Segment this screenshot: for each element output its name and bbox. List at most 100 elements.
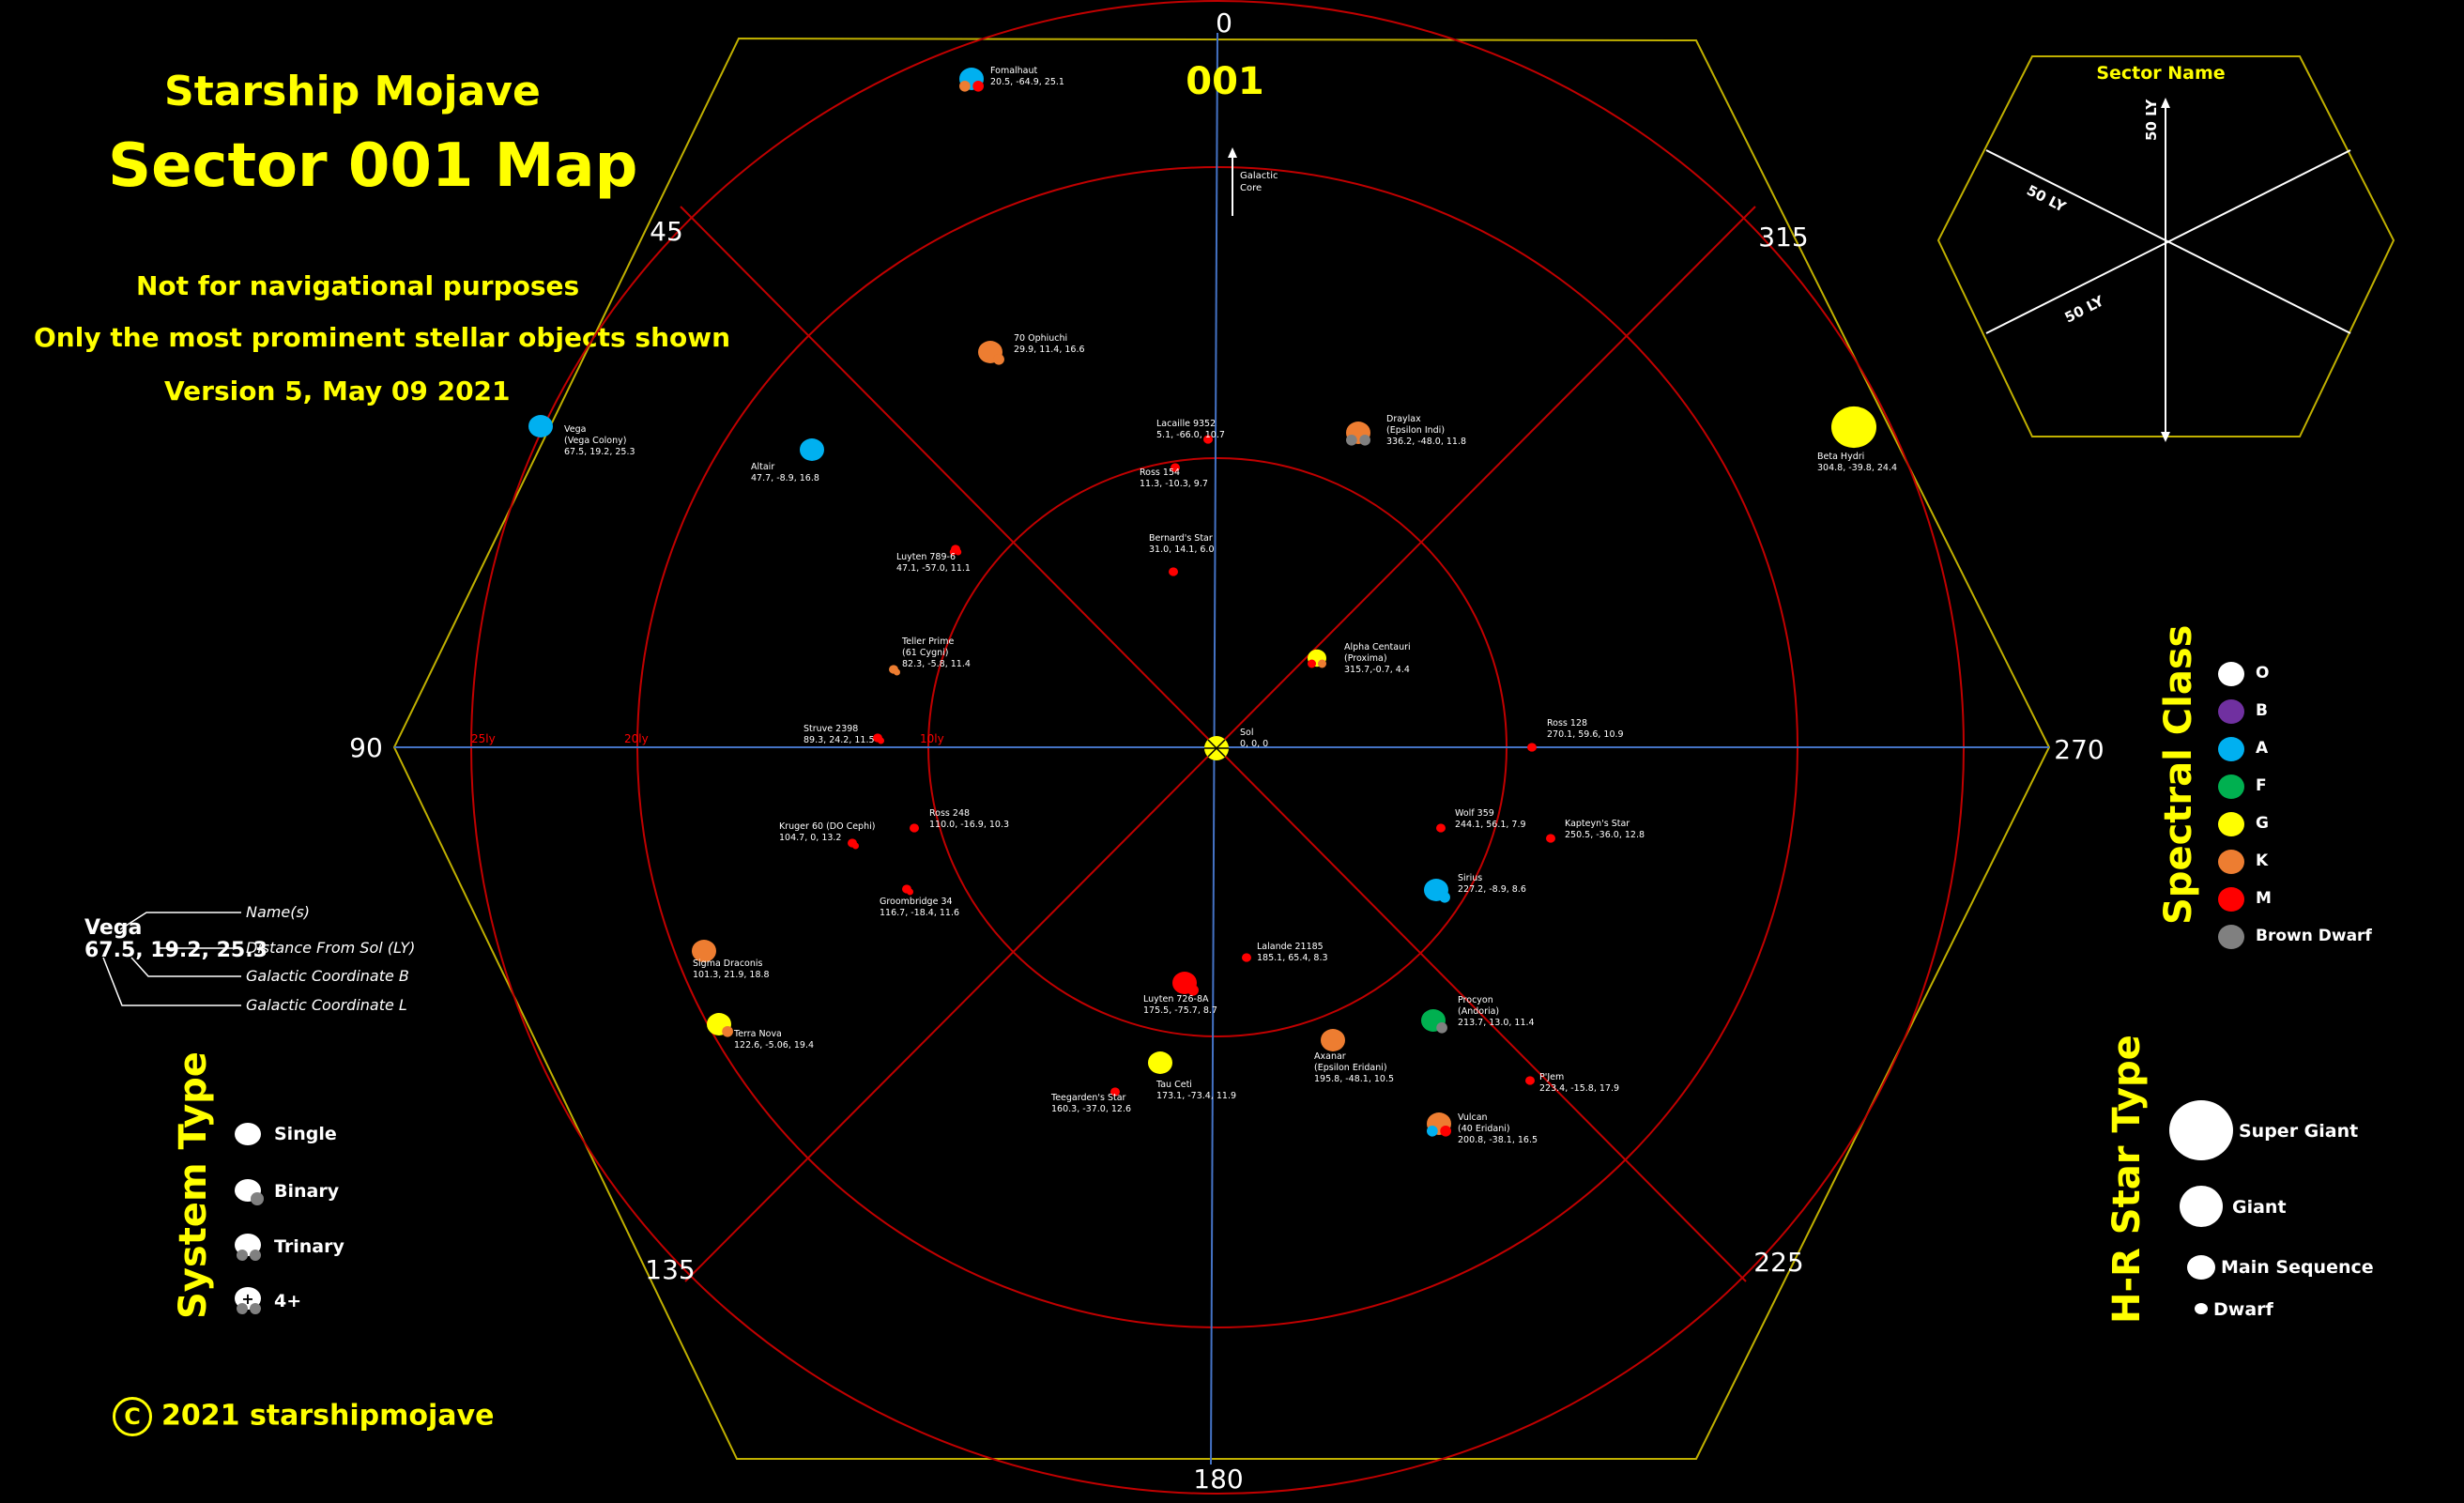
hr-star-type-icons: [2169, 1100, 2233, 1314]
inset-label-upper: 50 LY: [2024, 182, 2070, 217]
sol-marker[interactable]: [1204, 736, 1229, 760]
super-giant-label: Super Giant: [2239, 1121, 2359, 1142]
bearing-270: 270: [2054, 734, 2104, 765]
key-label-coord-l: Galactic Coordinate L: [246, 996, 407, 1014]
spectral-swatch: [2218, 812, 2244, 836]
star-label: Procyon(Andoria)213.7, 13.0, 11.4: [1458, 995, 1535, 1028]
spectral-label: B: [2256, 701, 2268, 720]
star-label: Teller Prime(61 Cygni)82.3, -5.8, 11.4: [901, 636, 971, 669]
star-label: Kruger 60 (DO Cephi)104.7, 0, 13.2: [779, 821, 875, 843]
dwarf-label: Dwarf: [2213, 1299, 2273, 1320]
spectral-swatch: [2218, 850, 2244, 874]
bearing-45: 45: [650, 216, 683, 247]
star-system[interactable]: Procyon(Andoria)213.7, 13.0, 11.4: [1421, 995, 1535, 1034]
star-marker: [1525, 1076, 1535, 1085]
copyright-text: 2021 starshipmojave: [161, 1399, 495, 1433]
star-marker: [1110, 1087, 1120, 1097]
star-system[interactable]: Draylax(Epsilon Indi)336.2, -48.0, 11.8: [1346, 414, 1466, 447]
bearing-315: 315: [1758, 222, 1808, 253]
system-four-plus-label: 4+: [274, 1291, 302, 1311]
key-label-name: Name(s): [246, 903, 311, 921]
star-marker: [1203, 435, 1213, 444]
spectral-label: K: [2256, 851, 2269, 870]
companion-star-marker: [993, 353, 1004, 365]
companion-star-marker: [1187, 984, 1199, 996]
ring-label-25ly: 25ly: [471, 732, 496, 745]
companion-star-marker: [1359, 434, 1370, 446]
sector-number: 001: [1186, 60, 1264, 103]
version-label: Version 5, May 09 2021: [164, 376, 511, 406]
companion-star-marker: [972, 80, 984, 92]
main-sequence-label: Main Sequence: [2221, 1257, 2374, 1278]
giant-label: Giant: [2232, 1197, 2287, 1218]
companion-star-marker: [1318, 659, 1326, 668]
star-system[interactable]: Teller Prime(61 Cygni)82.3, -5.8, 11.4: [889, 636, 971, 676]
star-marker: [1169, 567, 1178, 576]
bearing-225: 225: [1753, 1247, 1803, 1278]
map-title: Sector 001 Map: [108, 131, 638, 201]
spectral-label: O: [2256, 664, 2270, 682]
disclaimer-objects: Only the most prominent stellar objects …: [34, 322, 731, 353]
system-type-icons: +: [235, 1123, 264, 1314]
key-label-coord-b: Galactic Coordinate B: [246, 967, 409, 985]
star-system[interactable]: Alpha Centauri(Proxima)315.7,-0.7, 4.4: [1308, 642, 1411, 675]
star-marker: [1148, 1051, 1172, 1074]
star-system[interactable]: Vega(Vega Colony)67.5, 19.2, 25.3: [528, 415, 635, 457]
disclaimer-navigation: Not for navigational purposes: [136, 270, 580, 301]
copyright-icon: C: [113, 1397, 152, 1436]
galactic-core-label: Galactic Core: [1240, 171, 1281, 193]
spectral-swatch: [2218, 699, 2244, 724]
inset-scale-diagram: Sector Name 50 LY 50 LY 50 LY: [1936, 55, 2395, 442]
inset-label-vertical: 50 LY: [2143, 99, 2160, 141]
star-system[interactable]: Vulcan(40 Eridani)200.8, -38.1, 16.5: [1427, 1112, 1538, 1145]
star-system[interactable]: Axanar(Epsilon Eridani)195.8, -48.1, 10.…: [1314, 1029, 1394, 1084]
star-marker: [692, 940, 716, 962]
companion-star-marker: [949, 548, 957, 556]
star-label: Axanar(Epsilon Eridani)195.8, -48.1, 10.…: [1314, 1051, 1394, 1084]
star-system[interactable]: Kruger 60 (DO Cephi)104.7, 0, 13.2: [779, 821, 875, 850]
ring-label-20ly: 20ly: [624, 732, 649, 745]
system-single-label: Single: [274, 1124, 337, 1144]
key-connectors: [102, 912, 241, 1006]
companion-star-marker: [955, 548, 962, 556]
companion-star-marker: [894, 668, 900, 676]
dwarf-icon: [2195, 1303, 2208, 1314]
